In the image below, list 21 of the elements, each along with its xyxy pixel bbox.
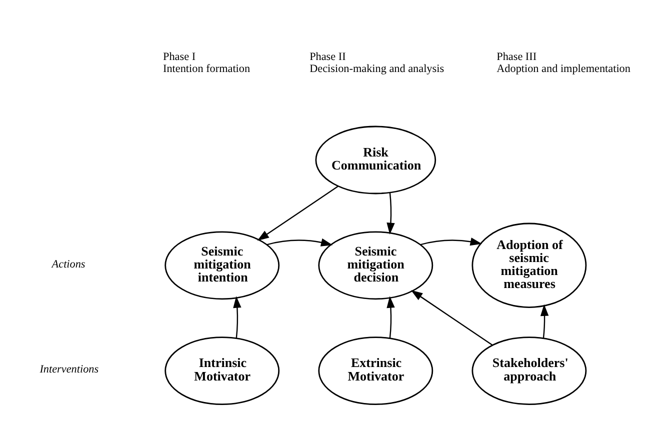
label: Adoption and implementation [496,62,630,75]
node-ellipse: Risk Communication [315,125,436,194]
label: Actions [52,258,86,270]
label: Phase I [163,50,196,63]
label: Intention formation [163,62,250,75]
label: Interventions [40,363,99,376]
node-ellipse: Adoption of seismic mitigation measures [472,222,587,308]
arrow [540,304,549,338]
arrow [257,185,338,240]
arrow [420,237,482,246]
arrow [386,192,395,234]
label: Phase III [496,50,537,63]
node-ellipse: Intrinsic Motivator [164,336,280,404]
arrow [386,296,395,338]
label: Decision-making and analysis [310,62,444,75]
label: Phase II [310,50,346,63]
arrow [266,238,333,246]
arrow [410,290,493,346]
arrow [233,296,242,338]
node-ellipse: Extrinsic Motivator [318,336,434,404]
node-ellipse: Stakeholders' approach [472,336,587,404]
